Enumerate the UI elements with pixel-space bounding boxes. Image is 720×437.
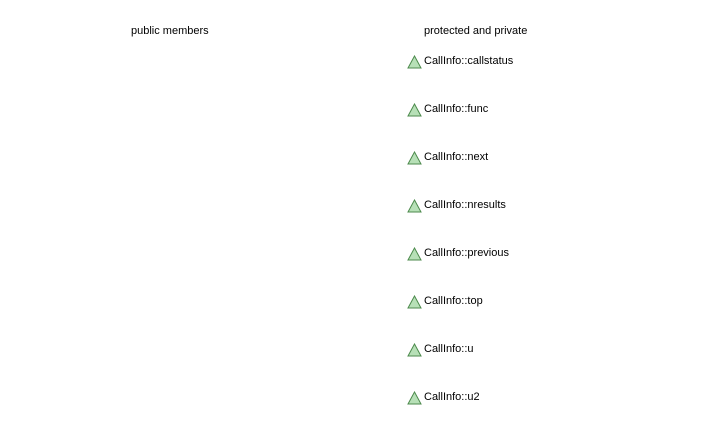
- member-label[interactable]: CallInfo::nresults: [424, 199, 506, 211]
- triangle-shape: [407, 199, 422, 213]
- member-item[interactable]: CallInfo::nresults: [407, 197, 513, 245]
- triangle-shape: [407, 295, 422, 309]
- member-label[interactable]: CallInfo::previous: [424, 247, 509, 259]
- member-item[interactable]: CallInfo::next: [407, 149, 513, 197]
- triangle-shape: [407, 55, 422, 69]
- member-label[interactable]: CallInfo::func: [424, 103, 489, 115]
- triangle-icon: [407, 55, 422, 69]
- triangle-icon: [407, 295, 422, 309]
- triangle-shape: [407, 343, 422, 357]
- member-item[interactable]: CallInfo::previous: [407, 245, 513, 293]
- triangle-icon: [407, 151, 422, 165]
- triangle-shape: [407, 247, 422, 261]
- member-item[interactable]: CallInfo::callstatus: [407, 53, 513, 101]
- member-item[interactable]: CallInfo::u: [407, 341, 513, 389]
- triangle-icon: [407, 199, 422, 213]
- member-label[interactable]: CallInfo::u: [424, 343, 474, 355]
- member-item[interactable]: CallInfo::top: [407, 293, 513, 341]
- triangle-icon: [407, 103, 422, 117]
- public-members-heading: public members: [131, 25, 209, 37]
- member-label[interactable]: CallInfo::top: [424, 295, 483, 307]
- member-item[interactable]: CallInfo::u2: [407, 389, 513, 437]
- triangle-shape: [407, 103, 422, 117]
- member-item[interactable]: CallInfo::func: [407, 101, 513, 149]
- triangle-icon: [407, 343, 422, 357]
- triangle-icon: [407, 391, 422, 405]
- member-label[interactable]: CallInfo::callstatus: [424, 55, 514, 67]
- private-member-list: CallInfo::callstatus CallInfo::func Call…: [407, 53, 513, 437]
- member-label[interactable]: CallInfo::u2: [424, 391, 480, 403]
- triangle-icon: [407, 247, 422, 261]
- triangle-shape: [407, 151, 422, 165]
- member-label[interactable]: CallInfo::next: [424, 151, 489, 163]
- protected-private-heading: protected and private: [424, 25, 528, 37]
- triangle-shape: [407, 391, 422, 405]
